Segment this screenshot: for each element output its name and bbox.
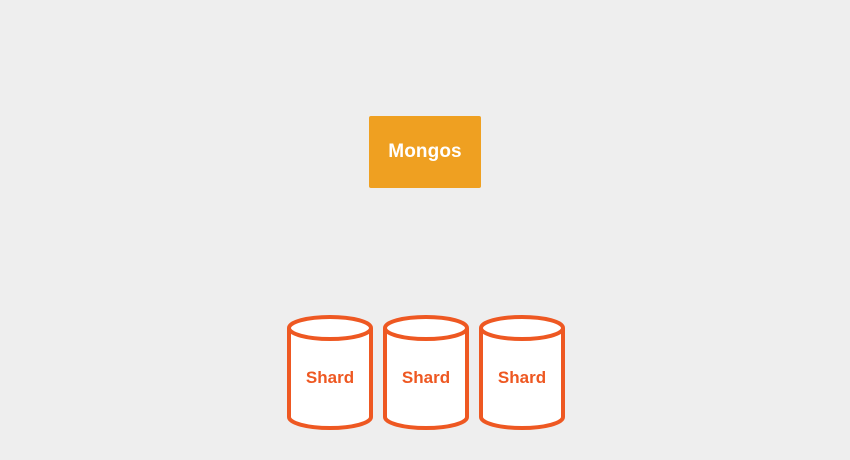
shard-node-1: Shard: [287, 314, 373, 431]
shard-node-2: Shard: [383, 314, 469, 431]
database-cylinder-icon: [383, 315, 469, 430]
mongos-node: Mongos: [369, 116, 481, 188]
shard-label: Shard: [497, 368, 547, 387]
shard-label: Shard: [401, 368, 451, 387]
mongos-label: Mongos: [388, 141, 462, 162]
shard-label: Shard: [305, 368, 355, 387]
database-cylinder-icon: [479, 315, 565, 430]
database-cylinder-icon: [287, 315, 373, 430]
shard-node-3: Shard: [479, 314, 565, 431]
